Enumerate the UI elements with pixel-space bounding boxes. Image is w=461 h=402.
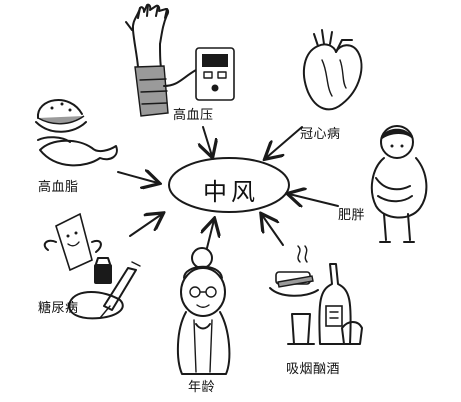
- label-smoking-drinking: 吸烟酗酒: [286, 362, 341, 377]
- label-hyperlipidemia: 高血脂: [38, 180, 79, 195]
- arrow-hyperlipidemia: [117, 172, 158, 183]
- arrow-age: [207, 220, 214, 249]
- arrows: [117, 126, 339, 249]
- label-hypertension: 高血压: [173, 108, 214, 123]
- insulin-syringe-icon: [43, 212, 141, 320]
- overweight-person-icon: [370, 125, 428, 243]
- blood-pressure-monitor-icon: [125, 3, 235, 117]
- center-ellipse: [168, 157, 290, 213]
- arrow-obesity: [289, 194, 339, 206]
- label-age: 年龄: [188, 380, 216, 395]
- label-obesity: 肥胖: [338, 208, 366, 223]
- arrow-coronary: [266, 126, 303, 158]
- heart-icon: [302, 29, 363, 111]
- arrow-smoking: [262, 215, 284, 246]
- center-label-stroke: 中风: [203, 178, 259, 206]
- cigarette-and-alcohol-icon: [269, 245, 363, 345]
- arrow-diabetes: [129, 214, 162, 237]
- label-coronary: 冠心病: [300, 127, 341, 142]
- elderly-woman-icon: [176, 247, 231, 375]
- label-diabetes: 糖尿病: [38, 301, 79, 316]
- arrow-hypertension: [203, 126, 212, 156]
- fatty-food-icon: [35, 99, 118, 167]
